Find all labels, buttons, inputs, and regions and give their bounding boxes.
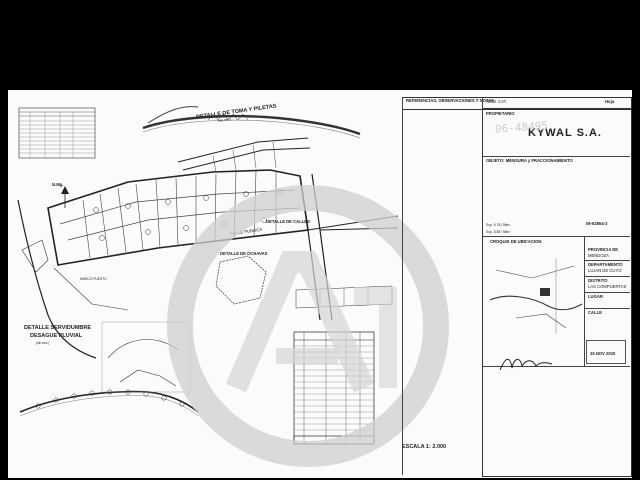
- district-value: LAS COMPUERTAS: [588, 284, 627, 289]
- date-stamp: [586, 340, 626, 364]
- detail-ochavas-title: DETALLE DE OCHAVAS: [220, 251, 268, 256]
- detail-servidumbre-title-1: DETALLE SERVIDUMBRE: [24, 325, 92, 331]
- croquis-divider: [482, 236, 630, 237]
- location-sketch: [489, 258, 583, 334]
- province-heading: PROVINCIA DE: [588, 247, 619, 252]
- place-heading: LUGAR: [588, 294, 603, 299]
- province-divider: [584, 260, 630, 261]
- scale-note: ESCALA 1: 2.000: [402, 444, 447, 450]
- district-heading: DISTRITO: [588, 278, 608, 283]
- district-divider: [584, 292, 630, 293]
- province-value: MENDOZA: [588, 253, 609, 258]
- detail-calles-title: DETALLE DE CALLES: [266, 219, 310, 224]
- plan-paper: REFERENCIAS, OBSERVACIONES Y NOTAS NOM. …: [8, 90, 632, 478]
- watermark-logo: [167, 185, 449, 467]
- parcel-code: 06-62854-2: [586, 221, 608, 226]
- title-block: [482, 108, 632, 477]
- north-arrow: [61, 186, 69, 208]
- coordinates-table: [18, 107, 96, 159]
- department-heading: DEPARTAMENTO: [588, 262, 623, 267]
- croquis-heading: CROQUIS DE UBICACION: [490, 239, 542, 244]
- signature-divider: [482, 366, 630, 367]
- notes-left-border: [402, 97, 403, 475]
- department-value: LUJAN DE CUYO: [588, 268, 622, 273]
- catastro-number: NOM. CAT.: [486, 99, 507, 104]
- date-stamp-value: 15 NOV 2010: [590, 351, 616, 356]
- marco-label: MARCO PUESTO: [80, 277, 107, 281]
- signature: [499, 358, 553, 371]
- sheet-number: Hoja: [605, 99, 615, 104]
- north-label: N.Mg.: [52, 182, 64, 187]
- place-divider: [584, 308, 630, 309]
- owner-divider: [482, 156, 630, 157]
- owner-name: KYWAL S.A.: [528, 127, 602, 139]
- area-line-2: Sup. 5.557,98m²: [486, 230, 511, 234]
- location-fields-border: [584, 236, 585, 366]
- detail-servidumbre-title-2: DESAGUE PLUVIAL: [30, 333, 83, 339]
- detail-servidumbre-scale: (sin esc.): [36, 341, 50, 345]
- department-divider: [584, 276, 630, 277]
- owner-heading: PROPIETARIO: [486, 111, 515, 116]
- object-heading: OBJETO: MENSURA y FRACCIONAMIENTO: [486, 158, 573, 163]
- area-line-1: Sup. 5.751,96m²: [486, 223, 511, 227]
- handwritten-file-number: 06-48495: [494, 119, 549, 136]
- notes-heading: REFERENCIAS, OBSERVACIONES Y NOTAS: [406, 98, 495, 103]
- street-heading: CALLE: [588, 310, 602, 315]
